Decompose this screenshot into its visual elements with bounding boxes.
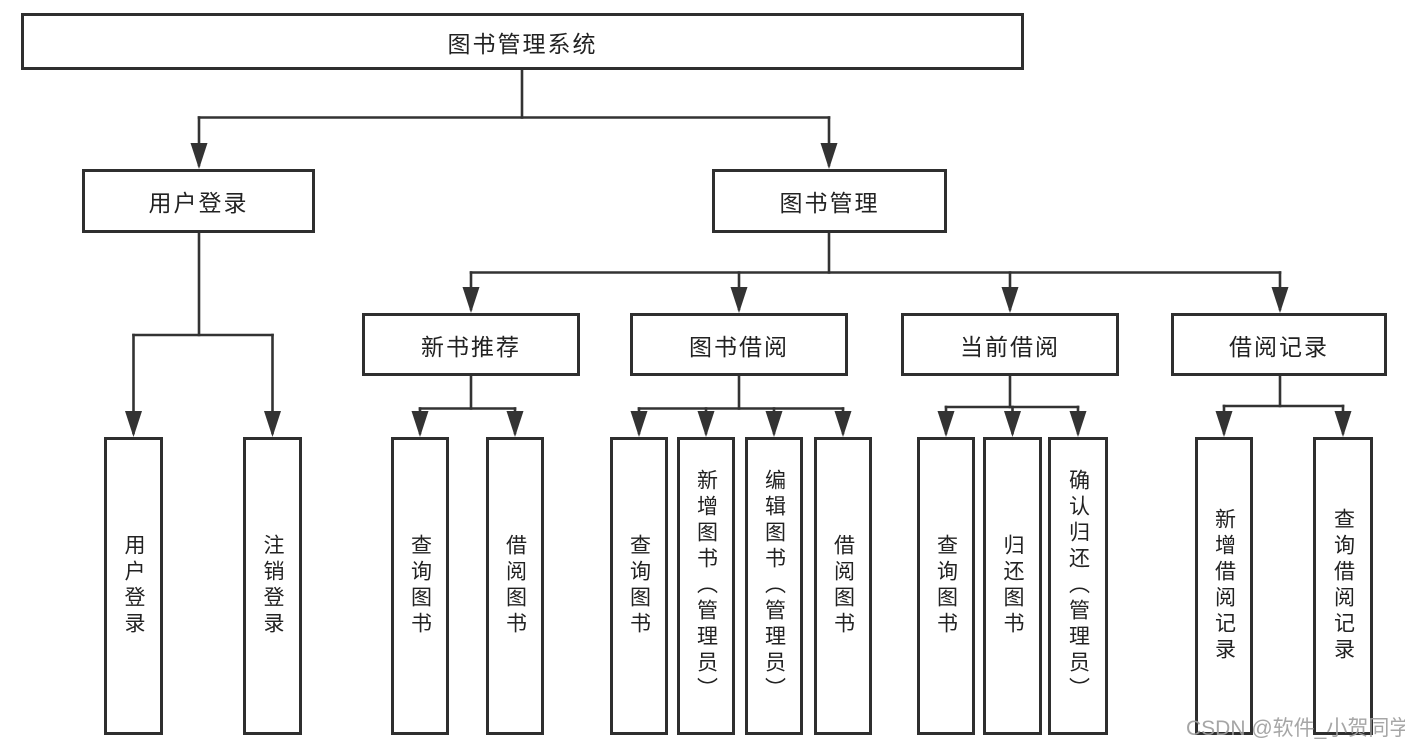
leaf-query-books-recommend-label: 查询图书 xyxy=(408,534,432,638)
leaf-query-borrow-record: 查询借阅记录 xyxy=(1313,437,1373,735)
leaf-return-books: 归还图书 xyxy=(983,437,1042,735)
leaf-query-books-recommend: 查询图书 xyxy=(391,437,449,735)
leaf-confirm-return-admin: 确认归还（管理员） xyxy=(1048,437,1108,735)
node-new-book-recommend: 新书推荐 xyxy=(362,313,580,376)
leaf-query-books-borrowing-label: 查询图书 xyxy=(627,534,651,638)
node-current-borrowing: 当前借阅 xyxy=(901,313,1119,376)
node-book-management-label: 图书管理 xyxy=(779,190,880,216)
leaf-borrow-books-recommend-label: 借阅图书 xyxy=(503,534,527,638)
arrowheads xyxy=(125,143,1352,437)
connector-root-to-level2 xyxy=(197,68,831,167)
connector-new-book-recommend-children xyxy=(418,374,517,435)
leaf-query-borrow-record-label: 查询借阅记录 xyxy=(1331,508,1355,664)
node-book-borrowing: 图书借阅 xyxy=(630,313,848,376)
leaf-return-books-label: 归还图书 xyxy=(1001,534,1024,638)
leaf-query-books-borrowing: 查询图书 xyxy=(610,437,668,735)
node-book-management: 图书管理 xyxy=(712,169,947,233)
leaf-add-borrow-record-label: 新增借阅记录 xyxy=(1212,508,1236,664)
leaf-add-books-admin-label: 新增图书（管理员） xyxy=(694,469,718,703)
leaf-query-books-current: 查询图书 xyxy=(917,437,975,735)
leaf-borrow-books-recommend: 借阅图书 xyxy=(486,437,544,735)
connector-user-login-children xyxy=(132,231,274,435)
node-root: 图书管理系统 xyxy=(21,13,1024,70)
leaf-logout: 注销登录 xyxy=(243,437,302,735)
leaf-logout-label: 注销登录 xyxy=(261,534,284,638)
node-borrowing-records-label: 借阅记录 xyxy=(1229,333,1329,360)
leaf-edit-books-admin-label: 编辑图书（管理员） xyxy=(762,469,786,703)
node-book-borrowing-label: 图书借阅 xyxy=(689,333,789,360)
node-borrowing-records: 借阅记录 xyxy=(1171,313,1387,376)
leaf-edit-books-admin: 编辑图书（管理员） xyxy=(745,437,803,735)
leaf-user-login: 用户登录 xyxy=(104,437,163,735)
leaf-confirm-return-admin-label: 确认归还（管理员） xyxy=(1066,469,1090,703)
leaf-add-borrow-record: 新增借阅记录 xyxy=(1195,437,1253,735)
node-new-book-recommend-label: 新书推荐 xyxy=(421,333,521,360)
leaf-borrow-books-borrowing: 借阅图书 xyxy=(814,437,872,735)
node-root-label: 图书管理系统 xyxy=(447,30,598,57)
leaf-query-books-current-label: 查询图书 xyxy=(934,534,958,638)
node-user-login: 用户登录 xyxy=(82,169,315,233)
leaf-add-books-admin: 新增图书（管理员） xyxy=(677,437,735,735)
leaf-borrow-books-borrowing-label: 借阅图书 xyxy=(831,534,855,638)
connector-book-management-children xyxy=(469,231,1282,311)
leaf-user-login-label: 用户登录 xyxy=(122,534,145,638)
node-user-login-label: 用户登录 xyxy=(148,190,249,216)
connector-book-borrowing-children xyxy=(637,374,845,435)
node-current-borrowing-label: 当前借阅 xyxy=(960,333,1060,360)
connector-borrowing-records-children xyxy=(1222,374,1345,435)
